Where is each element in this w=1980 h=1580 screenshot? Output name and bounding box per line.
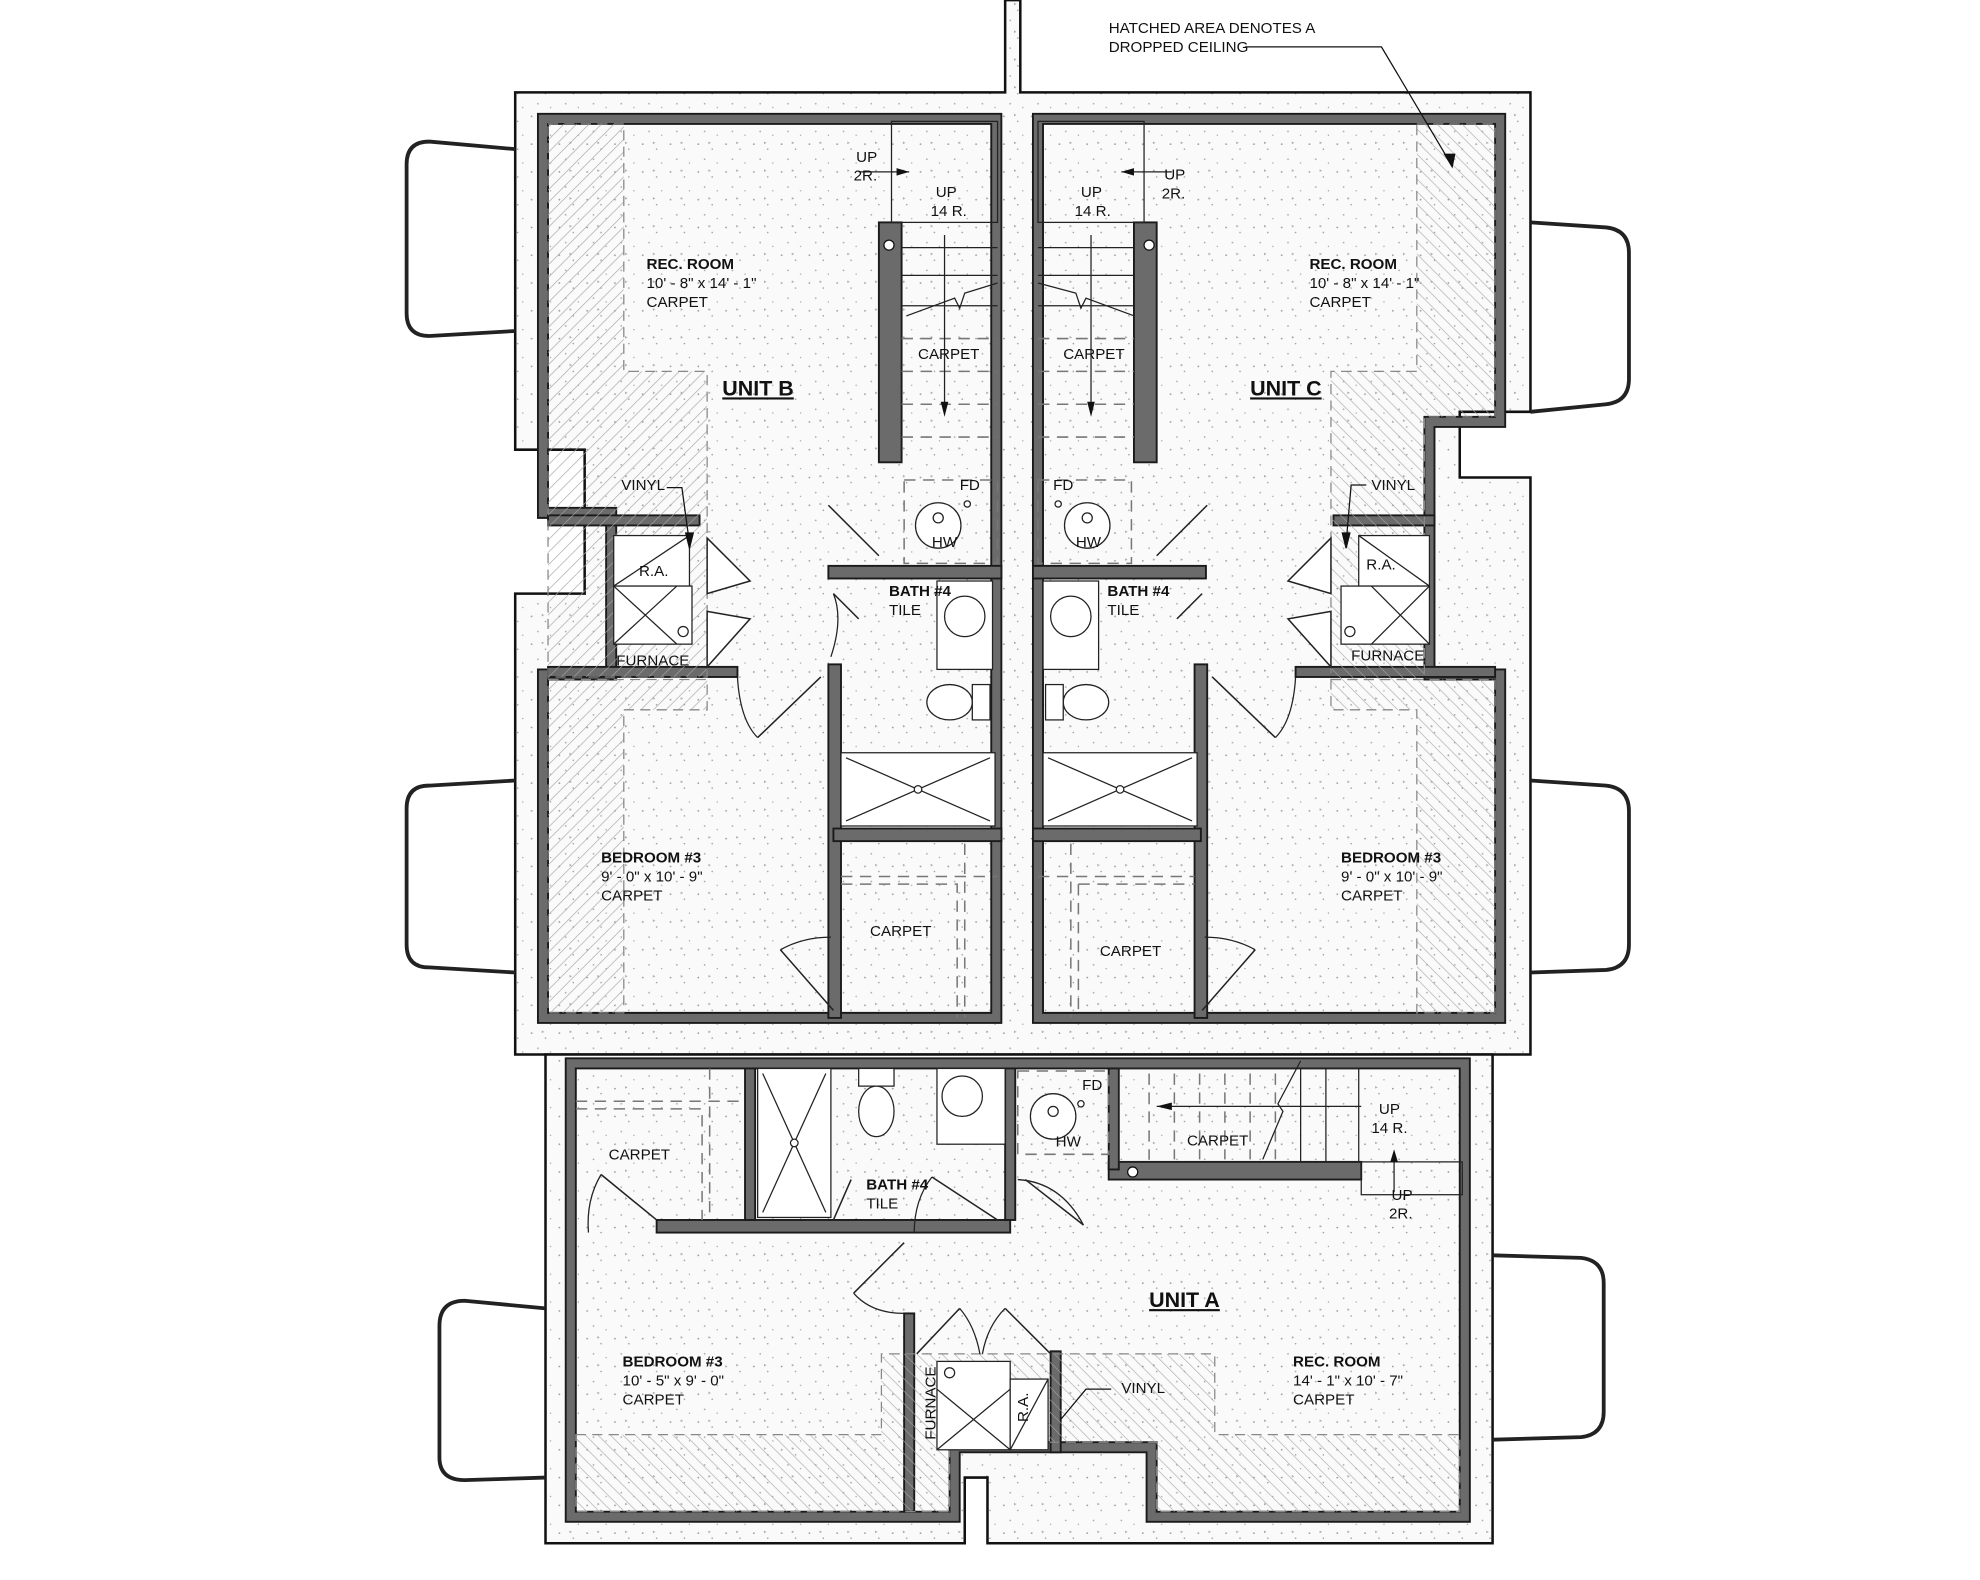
unit-a-hw: HW	[1056, 1134, 1082, 1151]
unit-c-up-short-risers: 2R.	[1162, 185, 1186, 202]
unit-b-up-main: UP	[936, 184, 957, 201]
unit-a-bath-name: BATH #4	[866, 1177, 929, 1194]
foundation-walls	[513, 0, 1532, 1545]
unit-a-bedroom-name: BEDROOM #3	[623, 1353, 723, 1370]
bath-fixtures-unit-a	[757, 1067, 1006, 1219]
unit-b-up-main-risers: 14 R.	[931, 203, 967, 220]
leader-lines	[666, 46, 1456, 1420]
unit-c-up-main: UP	[1081, 184, 1102, 201]
unit-c-rec-room-dims: 10' - 8" x 14' - 1"	[1309, 275, 1419, 292]
unit-b-fd: FD	[960, 477, 980, 494]
unit-c-rec-room-floor: CARPET	[1309, 294, 1370, 311]
unit-a-vinyl: VINYL	[1121, 1380, 1165, 1397]
unit-c-furnace: FURNACE	[1351, 648, 1424, 665]
unit-c-bedroom-floor: CARPET	[1341, 887, 1402, 904]
window-wells	[404, 139, 1631, 1482]
unit-c-bedroom-dims: 9' - 0" x 10' - 9"	[1341, 869, 1443, 886]
unit-c-hw: HW	[1076, 534, 1102, 551]
mech-unit-b	[903, 479, 999, 565]
landing-arrows	[858, 168, 1172, 176]
unit-b-rec-room-floor: CARPET	[647, 294, 708, 311]
unit-c-bedroom-name: BEDROOM #3	[1341, 850, 1441, 867]
mech-unit-c	[1037, 479, 1133, 565]
furnace-unit-c	[1340, 534, 1431, 645]
unit-b-closet-floor: CARPET	[870, 923, 931, 940]
unit-a-labels: UNIT A REC. ROOM 14' - 1" x 10' - 7" CAR…	[609, 1077, 1413, 1440]
furnace-unit-a	[936, 1360, 1049, 1451]
bath-fixtures-unit-b	[840, 580, 996, 827]
unit-c-bath-floor: TILE	[1107, 602, 1139, 619]
note-line-1: HATCHED AREA DENOTES A	[1109, 20, 1317, 37]
stairs-unit-c	[1037, 120, 1155, 438]
unit-b-furnace: FURNACE	[616, 653, 689, 670]
unit-b-stair-floor: CARPET	[918, 346, 979, 363]
unit-a-closet-floor: CARPET	[609, 1146, 670, 1163]
unit-b-rec-room-dims: 10' - 8" x 14' - 1"	[647, 275, 757, 292]
unit-b-vinyl: VINYL	[621, 477, 665, 494]
unit-c-vinyl: VINYL	[1371, 477, 1415, 494]
furnace-unit-b	[613, 534, 693, 645]
unit-a-title: UNIT A	[1149, 1288, 1220, 1312]
unit-c-up-short: UP	[1164, 166, 1185, 183]
unit-a-stair-floor: CARPET	[1187, 1132, 1248, 1149]
unit-b-up-short: UP	[856, 149, 877, 166]
mech-unit-a	[1017, 1070, 1110, 1156]
unit-a-rec-room-floor: CARPET	[1293, 1391, 1354, 1408]
unit-c-labels: UNIT C REC. ROOM 10' - 8" x 14' - 1" CAR…	[1053, 166, 1442, 960]
unit-b-bath-floor: TILE	[889, 602, 921, 619]
unit-a-bedroom-floor: CARPET	[623, 1391, 684, 1408]
unit-b-up-short-risers: 2R.	[854, 168, 878, 185]
unit-c-closet-floor: CARPET	[1100, 943, 1161, 960]
unit-b-bath-name: BATH #4	[889, 583, 952, 600]
closet-shelves	[575, 843, 1195, 1220]
unit-b-hw: HW	[932, 534, 958, 551]
doors	[587, 504, 1332, 1355]
unit-a-up-main-risers: 14 R.	[1371, 1120, 1407, 1137]
unit-a-up-short: UP	[1392, 1187, 1413, 1204]
unit-b-bedroom-name: BEDROOM #3	[601, 850, 701, 867]
unit-c-stair-floor: CARPET	[1063, 346, 1124, 363]
stairs-unit-a	[1118, 1060, 1463, 1196]
unit-a-rec-room-name: REC. ROOM	[1293, 1353, 1380, 1370]
unit-a-bedroom-dims: 10' - 5" x 9' - 0"	[623, 1372, 725, 1389]
unit-a-fd: FD	[1082, 1077, 1102, 1094]
unit-b-ra: R.A.	[639, 563, 668, 580]
unit-a-ra: R.A.	[1015, 1393, 1032, 1422]
unit-c-bath-name: BATH #4	[1107, 583, 1170, 600]
unit-c-up-main-risers: 14 R.	[1075, 203, 1111, 220]
unit-b-rec-room-name: REC. ROOM	[647, 256, 734, 273]
unit-a-up-short-risers: 2R.	[1389, 1206, 1413, 1223]
unit-c-title: UNIT C	[1250, 376, 1322, 400]
unit-c-fd: FD	[1053, 477, 1073, 494]
bath-fixtures-unit-c	[1042, 580, 1198, 827]
note-dropped-ceiling: HATCHED AREA DENOTES A DROPPED CEILING	[1109, 20, 1317, 56]
unit-b-bedroom-floor: CARPET	[601, 887, 662, 904]
unit-b-bedroom-dims: 9' - 0" x 10' - 9"	[601, 869, 703, 886]
unit-c-ra: R.A.	[1366, 557, 1395, 574]
unit-a-furnace: FURNACE	[923, 1367, 940, 1440]
note-line-2: DROPPED CEILING	[1109, 39, 1249, 56]
unit-a-up-main: UP	[1379, 1101, 1400, 1118]
unit-c-rec-room-name: REC. ROOM	[1309, 256, 1396, 273]
unit-b-title: UNIT B	[722, 376, 794, 400]
unit-a-rec-room-dims: 14' - 1" x 10' - 7"	[1293, 1372, 1403, 1389]
unit-a-bath-floor: TILE	[866, 1196, 898, 1213]
unit-b-labels: UNIT B REC. ROOM 10' - 8" x 14' - 1" CAR…	[601, 149, 980, 940]
